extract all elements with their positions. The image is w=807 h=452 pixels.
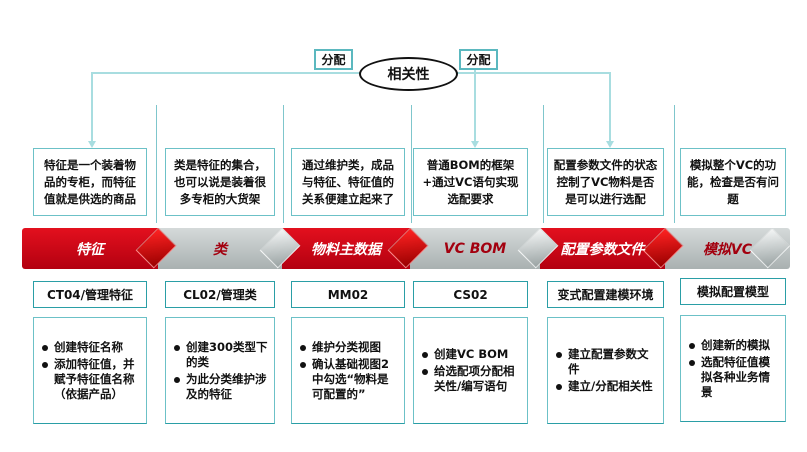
- arrow-down-icon: [606, 141, 614, 148]
- stage-label: 模拟VC: [702, 241, 753, 258]
- column-divider: [674, 105, 675, 223]
- transaction-title: MM02: [291, 281, 405, 308]
- stage-label: 物料主数据: [311, 241, 381, 258]
- step-item: 建立配置参数文件: [556, 347, 657, 377]
- column-divider: [283, 105, 284, 223]
- arrow-down-icon: [88, 141, 96, 148]
- connector-drop-1: [91, 72, 93, 142]
- step-item: 创建特征名称: [42, 340, 140, 355]
- stage-description: 模拟整个VC的功能，检查是否有问题: [680, 148, 786, 216]
- assign-label: 分配: [459, 49, 498, 70]
- connector-line-left: [91, 72, 474, 74]
- step-item: 建立/分配相关性: [556, 379, 657, 394]
- cube-arrow-icon: [749, 228, 790, 269]
- stage-segment: 配置参数文件: [540, 228, 684, 269]
- connector-drop-4: [474, 62, 476, 142]
- process-banner: 特征 类 物料主数据 VC BOM 配置参数文件 模拟VC: [22, 228, 790, 269]
- stage-label: 配置参数文件: [560, 241, 645, 258]
- connector-line-right: [400, 72, 610, 74]
- stage-description: 通过维护类，成品与特征、特征值的关系便建立起来了: [291, 148, 405, 216]
- arrow-down-icon: [471, 141, 479, 148]
- step-item: 创建新的模拟: [689, 338, 779, 353]
- step-item: 选配特征值模拟各种业务情景: [689, 355, 779, 400]
- stage-segment: VC BOM: [410, 228, 559, 269]
- column-divider: [543, 105, 544, 223]
- stage-segment: 类: [158, 228, 301, 269]
- transaction-title: CL02/管理类: [165, 281, 275, 308]
- step-item: 确认基础视图2中勾选“物料是可配置的”: [300, 357, 398, 402]
- step-item: 为此分类维护涉及的特征: [174, 372, 268, 402]
- step-item: 创建VC BOM: [422, 347, 521, 362]
- stage-description: 类是特征的集合，也可以说是装着很多专柜的大货架: [165, 148, 275, 216]
- transaction-title: 变式配置建模环境: [547, 281, 664, 308]
- stage-description: 配置参数文件的状态控制了VC物料是否是可以进行选配: [547, 148, 664, 216]
- transaction-title: CT04/管理特征: [33, 281, 147, 308]
- step-item: 创建300类型下的类: [174, 340, 268, 370]
- step-item: 给选配项分配相关性/编写语句: [422, 364, 521, 394]
- stage-segment: 模拟VC: [665, 228, 790, 269]
- stage-segment: 物料主数据: [282, 228, 429, 269]
- stage-segment: 特征: [22, 228, 177, 269]
- stage-label: VC BOM: [443, 240, 507, 257]
- transaction-title: 模拟配置模型: [680, 278, 786, 305]
- steps-box: 维护分类视图确认基础视图2中勾选“物料是可配置的”: [291, 317, 405, 424]
- stage-description: 特征是一个装着物品的专柜，而特征值就是供选的商品: [33, 148, 147, 216]
- steps-box: 创建特征名称添加特征值，并赋予特征值名称（依据产品）: [33, 317, 147, 424]
- stage-label: 类: [213, 241, 227, 258]
- steps-box: 创建新的模拟选配特征值模拟各种业务情景: [680, 315, 786, 422]
- column-divider: [156, 105, 157, 223]
- stage-label: 特征: [76, 241, 104, 258]
- steps-box: 建立配置参数文件建立/分配相关性: [547, 317, 664, 424]
- step-item: 添加特征值，并赋予特征值名称（依据产品）: [42, 357, 140, 402]
- transaction-title: CS02: [413, 281, 528, 308]
- assign-label: 分配: [314, 49, 353, 70]
- connector-drop-5: [609, 72, 611, 142]
- steps-box: 创建VC BOM 给选配项分配相关性/编写语句: [413, 317, 528, 424]
- step-item: 维护分类视图: [300, 340, 398, 355]
- stage-description: 普通BOM的框架+通过VC语句实现选配要求: [413, 148, 528, 216]
- steps-box: 创建300类型下的类为此分类维护涉及的特征: [165, 317, 275, 424]
- center-node: 相关性: [359, 57, 458, 91]
- column-divider: [411, 105, 412, 223]
